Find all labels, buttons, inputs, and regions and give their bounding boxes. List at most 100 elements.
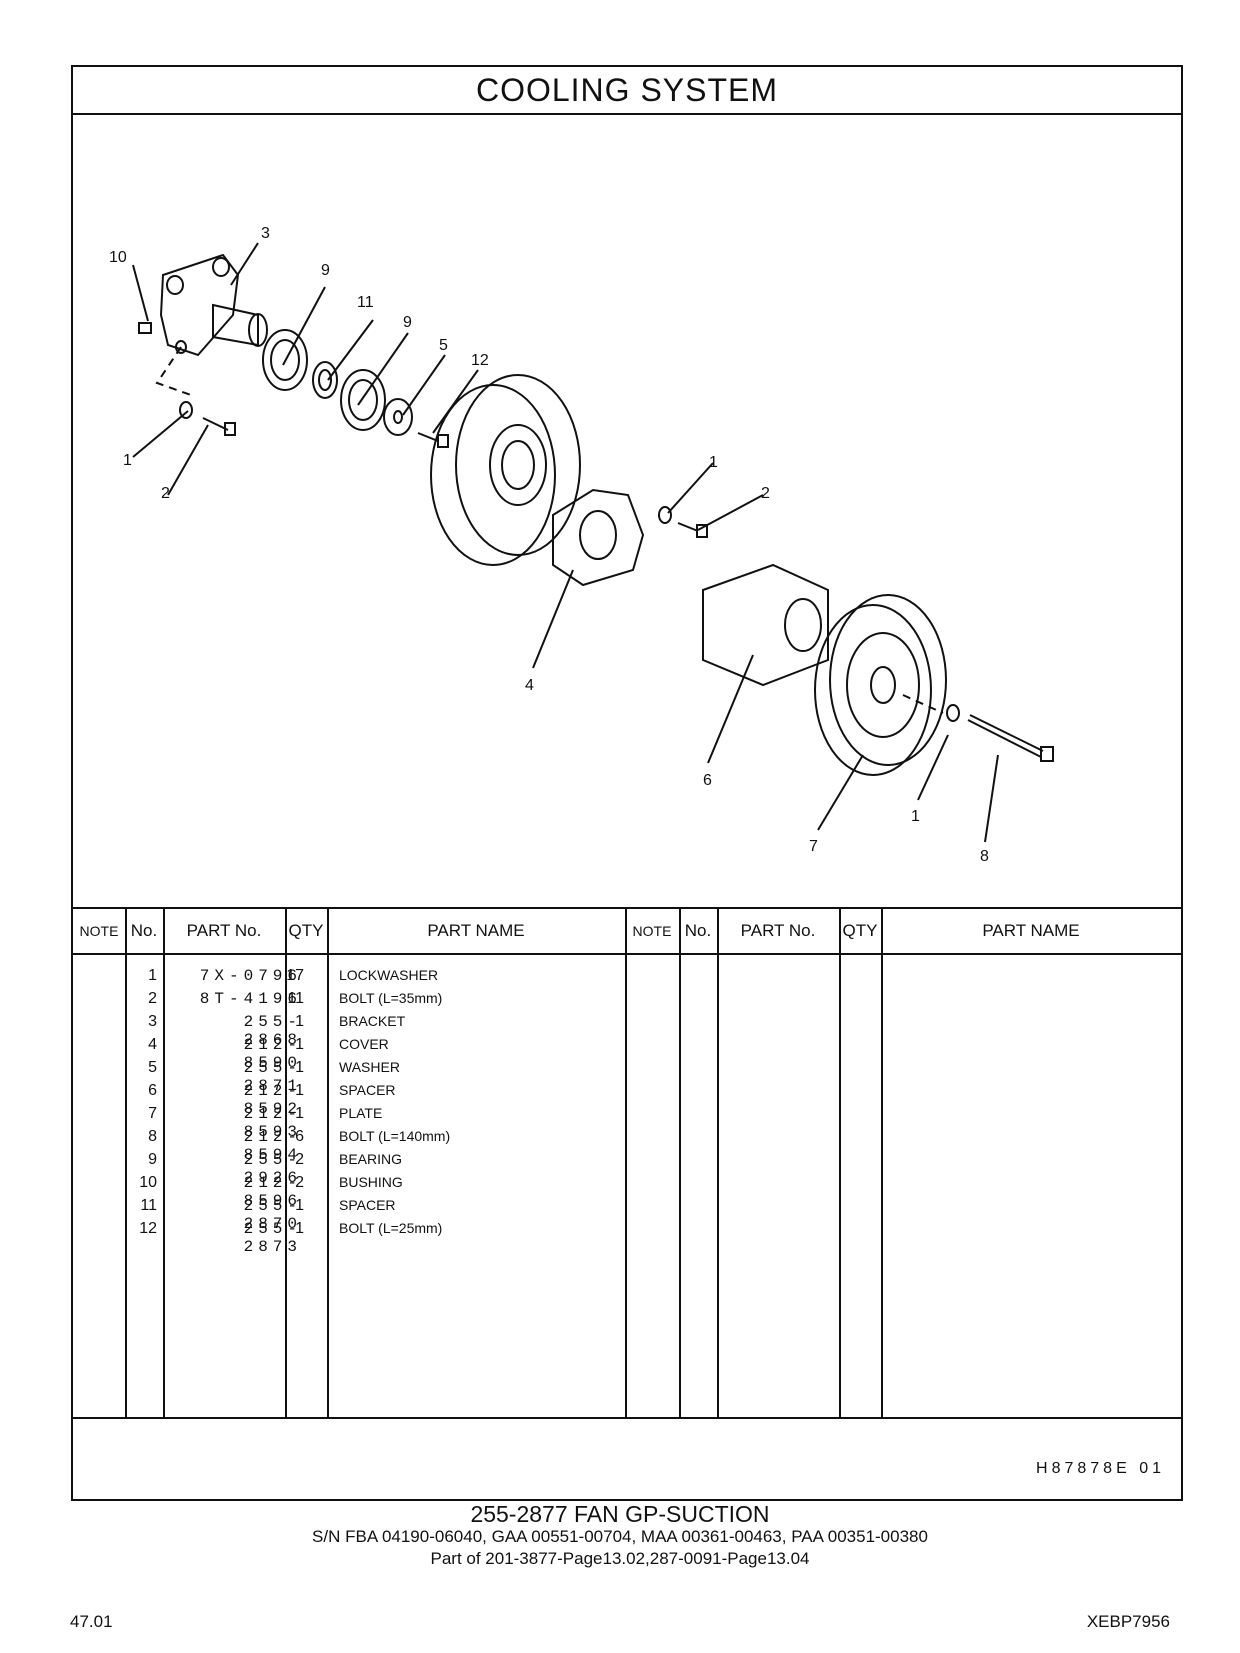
callout-2a: 2 (161, 485, 170, 502)
row-qty: 6 (295, 1128, 304, 1145)
header-qty-left: QTY (288, 921, 324, 940)
page-number: 47.01 (70, 1612, 113, 1631)
header-note-right: NOTE (632, 923, 672, 939)
row-qty: 11 (287, 990, 304, 1007)
row-qty: 1 (295, 1059, 304, 1076)
row-part-name: SPACER (339, 1082, 396, 1098)
row-part-no: 255-2873 (243, 1220, 302, 1256)
callout-9b: 9 (403, 314, 412, 331)
row-part-no: 212-8593 (243, 1105, 302, 1141)
row-part-name: WASHER (339, 1059, 400, 1075)
row-qty: 1 (295, 1105, 304, 1122)
diagram-drawing: 3 10 9 11 9 5 12 1 2 1 2 4 6 1 7 8 (109, 225, 1054, 865)
row-no: 7 (148, 1105, 157, 1122)
serial-caption: S/N FBA 04190-06040, GAA 00551-00704, MA… (312, 1527, 928, 1546)
row-qty: 1 (295, 1197, 304, 1214)
row-no: 9 (148, 1151, 157, 1168)
row-qty: 1 (295, 1036, 304, 1053)
callout-6: 6 (703, 772, 712, 789)
header-part-name-left: PART NAME (427, 921, 525, 940)
row-part-name: BOLT (L=35mm) (339, 990, 443, 1006)
col-divider (327, 907, 329, 1419)
callout-1b: 1 (709, 454, 718, 471)
row-no: 10 (139, 1174, 157, 1191)
row-no: 5 (148, 1059, 157, 1076)
col-divider (625, 907, 627, 1419)
callout-3: 3 (261, 225, 270, 242)
col-divider (881, 907, 883, 1419)
row-no: 3 (148, 1013, 157, 1030)
col-divider (679, 907, 681, 1419)
row-no: 8 (148, 1128, 157, 1145)
row-qty: 17 (286, 967, 304, 984)
callout-7: 7 (809, 838, 818, 855)
row-part-no: 255-2871 (243, 1059, 302, 1095)
row-part-no: 255-2868 (243, 1013, 302, 1049)
page-title: COOLING SYSTEM (73, 67, 1181, 115)
row-part-name: SPACER (339, 1197, 396, 1213)
header-qty-right: QTY (842, 921, 878, 940)
drawing-code: H87878E 01 (1036, 1460, 1165, 1477)
callout-10: 10 (109, 249, 127, 266)
col-divider (839, 907, 841, 1419)
callout-9a: 9 (321, 262, 330, 279)
row-no: 2 (148, 990, 157, 1007)
row-part-no: 212-8592 (243, 1082, 302, 1118)
row-part-name: PLATE (339, 1105, 383, 1121)
callout-11: 11 (357, 294, 374, 311)
callout-5: 5 (439, 337, 448, 354)
row-part-no: 255-2870 (243, 1197, 302, 1233)
parts-table-header: NOTE No. PART No. QTY PART NAME NOTE No.… (73, 907, 1181, 955)
row-qty: 1 (295, 1220, 304, 1237)
page-frame: COOLING SYSTEM (71, 65, 1183, 1501)
col-divider (285, 907, 287, 1419)
exploded-parts-diagram: 3 10 9 11 9 5 12 1 2 1 2 4 6 1 7 8 (73, 115, 1181, 907)
row-part-no: 212-8594 (243, 1128, 302, 1164)
header-part-no-left: PART No. (186, 921, 262, 940)
callout-1a: 1 (123, 452, 132, 469)
col-divider (163, 907, 165, 1419)
header-part-no-right: PART No. (740, 921, 816, 940)
callout-4: 4 (525, 677, 534, 694)
row-qty: 1 (295, 1013, 304, 1030)
row-part-name: BEARING (339, 1151, 403, 1167)
row-qty: 2 (295, 1151, 304, 1168)
row-part-name: BOLT (L=140mm) (339, 1128, 451, 1144)
row-part-name: BRACKET (339, 1013, 406, 1029)
header-part-name-right: PART NAME (982, 921, 1080, 940)
part-of-caption: Part of 201-3877-Page13.02,287-0091-Page… (430, 1549, 810, 1568)
row-part-no: 7X-0796 (199, 967, 302, 985)
header-no-right: No. (684, 921, 712, 940)
col-divider (125, 907, 127, 1419)
row-part-no: 255-2926 (243, 1151, 302, 1187)
row-no: 11 (140, 1197, 157, 1214)
row-qty: 2 (295, 1174, 304, 1191)
row-part-name: COVER (339, 1036, 389, 1052)
row-part-name: LOCKWASHER (339, 967, 439, 983)
callout-1c: 1 (911, 808, 920, 825)
row-part-no: 8T-4196 (199, 990, 302, 1008)
group-caption: 255-2877 FAN GP-SUCTION (470, 1501, 770, 1527)
callout-8: 8 (980, 848, 989, 865)
header-note-left: NOTE (79, 923, 119, 939)
row-part-no: 212-8596 (243, 1174, 302, 1210)
callout-2b: 2 (761, 485, 770, 502)
row-no: 6 (148, 1082, 157, 1099)
row-part-no: 212-8590 (243, 1036, 302, 1072)
row-no: 4 (148, 1036, 157, 1053)
callout-12: 12 (471, 352, 489, 369)
row-part-name: BOLT (L=25mm) (339, 1220, 443, 1236)
header-no-left: No. (130, 921, 158, 940)
